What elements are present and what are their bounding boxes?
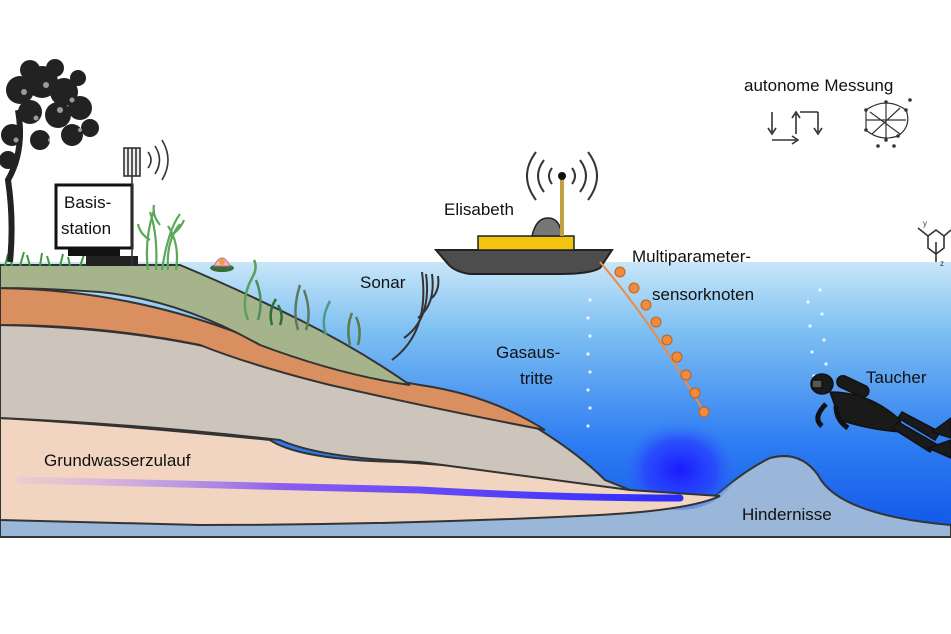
tree-icon	[0, 59, 99, 263]
layer-orange	[0, 286, 546, 431]
gas-bubbles	[586, 288, 828, 428]
layer-topsoil	[0, 264, 411, 386]
label-gasaustritte-1: Gasaus-	[496, 343, 560, 362]
label-multiparameter-2: sensorknoten	[652, 285, 754, 304]
gas-release-glow	[620, 410, 740, 510]
label-autonome-messung: autonome Messung	[744, 76, 893, 95]
svg-text:z: z	[940, 259, 944, 268]
boat-icon	[433, 151, 614, 275]
antenna-icon	[123, 139, 169, 266]
label-basisstation-2: station	[61, 219, 111, 238]
path-arrows-icon	[767, 110, 823, 145]
label-grundwasserzulauf: Grundwasserzulauf	[44, 451, 191, 470]
lotus-icon	[210, 257, 234, 272]
label-basisstation-1: Basis-	[64, 193, 111, 212]
groundwater-flow	[16, 476, 684, 502]
sonar-waves	[391, 271, 440, 361]
label-sonar: Sonar	[360, 273, 406, 292]
sensor-network-icon	[864, 98, 912, 148]
label-hindernisse: Hindernisse	[742, 505, 832, 524]
label-gasaustritte-2: tritte	[520, 369, 553, 388]
diver-icon	[810, 373, 951, 459]
computer-icon	[54, 183, 138, 266]
reeds	[136, 204, 186, 271]
drone-icon: y z	[917, 219, 951, 268]
water-plants	[243, 259, 361, 346]
sensor-chain	[599, 261, 710, 418]
label-elisabeth: Elisabeth	[444, 200, 514, 219]
label-multiparameter-1: Multiparameter-	[632, 247, 751, 266]
label-taucher: Taucher	[866, 368, 927, 387]
svg-text:y: y	[923, 219, 927, 228]
